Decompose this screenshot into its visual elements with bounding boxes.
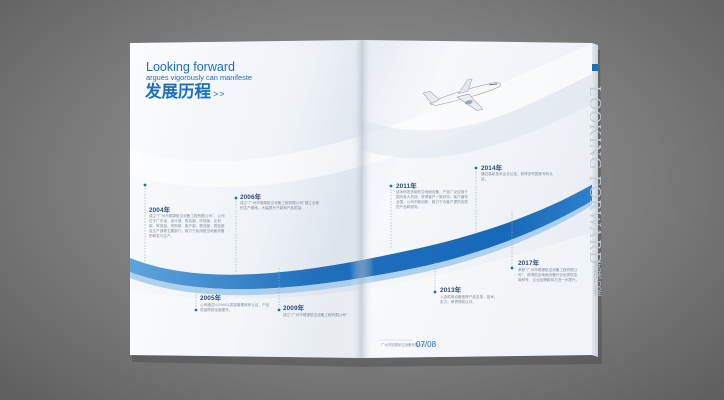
- timeline-text: 成功研发多款航空地面设备，产品广泛应用于国内各大机场，获得客户一致好评，客户遍布…: [396, 190, 468, 210]
- timeline-dots: [143, 166, 514, 312]
- timeline-year: 2004年: [149, 207, 171, 214]
- footer-company: 广州市德源航空设备有限公司: [381, 343, 426, 347]
- timeline-year: 2005年: [200, 295, 222, 302]
- timeline-text: 成立“广州市德源航空设备工程有限公司”: [283, 313, 348, 317]
- timeline-year: 2014年: [481, 165, 503, 172]
- timeline-text: 入选机场设备推荐产品名录，技术、实力、荣誉得到认可。: [440, 295, 498, 305]
- page-numbers: 07/08: [416, 340, 437, 349]
- timeline-connectors: [144, 168, 513, 310]
- spine-text-cn: 发展历程: [591, 260, 601, 296]
- timeline-year: 2017年: [518, 260, 540, 267]
- edge-tab: [592, 64, 598, 71]
- timeline-text: 成立“广州市德源航空设备工程有限公司”建立全新的生产基地，大幅提升产能和产品质量…: [240, 201, 320, 211]
- timeline-text: 公司通过ISO9001质量管理体系认证，产品质量得到全面提升。: [200, 303, 270, 313]
- heading-cn: 发展历程: [145, 82, 211, 101]
- timeline-text: 通过高新技术企业认定，获得多项国家专利认证。: [481, 172, 553, 182]
- timeline-year: 2013年: [440, 287, 462, 294]
- heading-en-line1: Looking forward: [146, 60, 235, 74]
- heading-en-line2: argues vigorously can manifeste: [146, 73, 252, 82]
- spine-text-en: LOOKING FORWARD: [586, 86, 605, 265]
- timeline-band-glow: [130, 196, 592, 296]
- timeline-text: 荣获“广州市德源航空设备工程有限公司”，获得航空地面设备行业优秀供应商称号，企业…: [518, 268, 580, 283]
- swoosh-shade: [362, 70, 592, 159]
- timeline-year: 2011年: [396, 183, 417, 190]
- gutter-shadow: [350, 40, 374, 358]
- timeline-year: 2006年: [240, 194, 262, 201]
- timeline-year: 2009年: [283, 305, 305, 312]
- timeline-text: 成立“广州市德源航空设备工程有限公司”，公司位于广东省，设计部、售后部、市场部、…: [149, 214, 225, 239]
- page-edge: [592, 43, 598, 357]
- heading-arrows: >>: [213, 89, 226, 99]
- airplane-icon: [422, 78, 501, 111]
